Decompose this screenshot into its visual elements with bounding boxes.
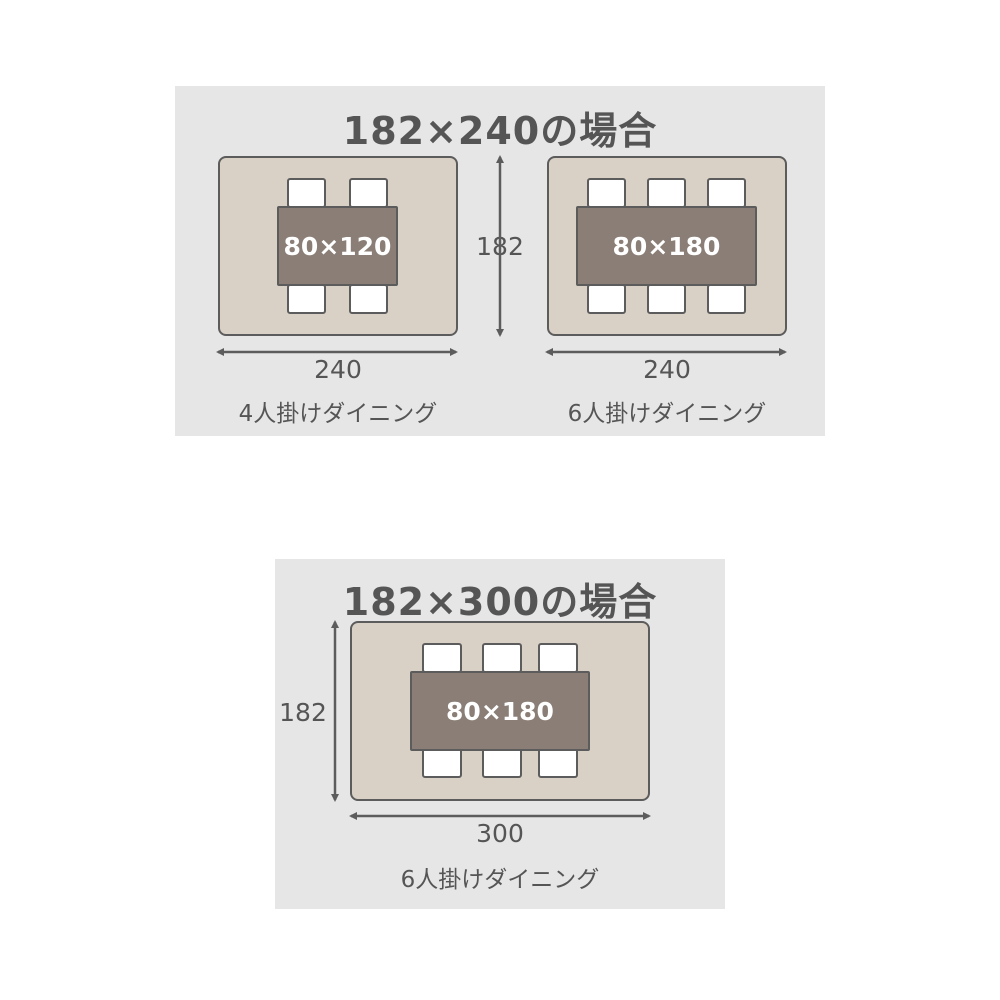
width-label: 240 [314,355,362,384]
chair [287,284,326,314]
height-label: 182 [279,698,327,727]
dining-table: 80×180 [410,671,590,751]
section-title: 182×240の場合 [342,109,658,153]
chair [538,643,578,673]
section-title: 182×300の場合 [342,580,658,624]
chair [422,643,462,673]
layout-caption: 6人掛けダイニング [400,867,600,893]
chair [422,748,462,778]
chair [349,178,388,208]
width-label: 240 [643,355,691,384]
dining-table: 80×180 [576,206,757,286]
chair [707,178,746,208]
layout-caption: 4人掛けダイニング [238,401,438,427]
width-label: 300 [476,819,524,848]
chair [287,178,326,208]
dining-table: 80×120 [277,206,398,286]
layout-caption: 6人掛けダイニング [567,401,767,427]
rug-left [218,156,458,336]
